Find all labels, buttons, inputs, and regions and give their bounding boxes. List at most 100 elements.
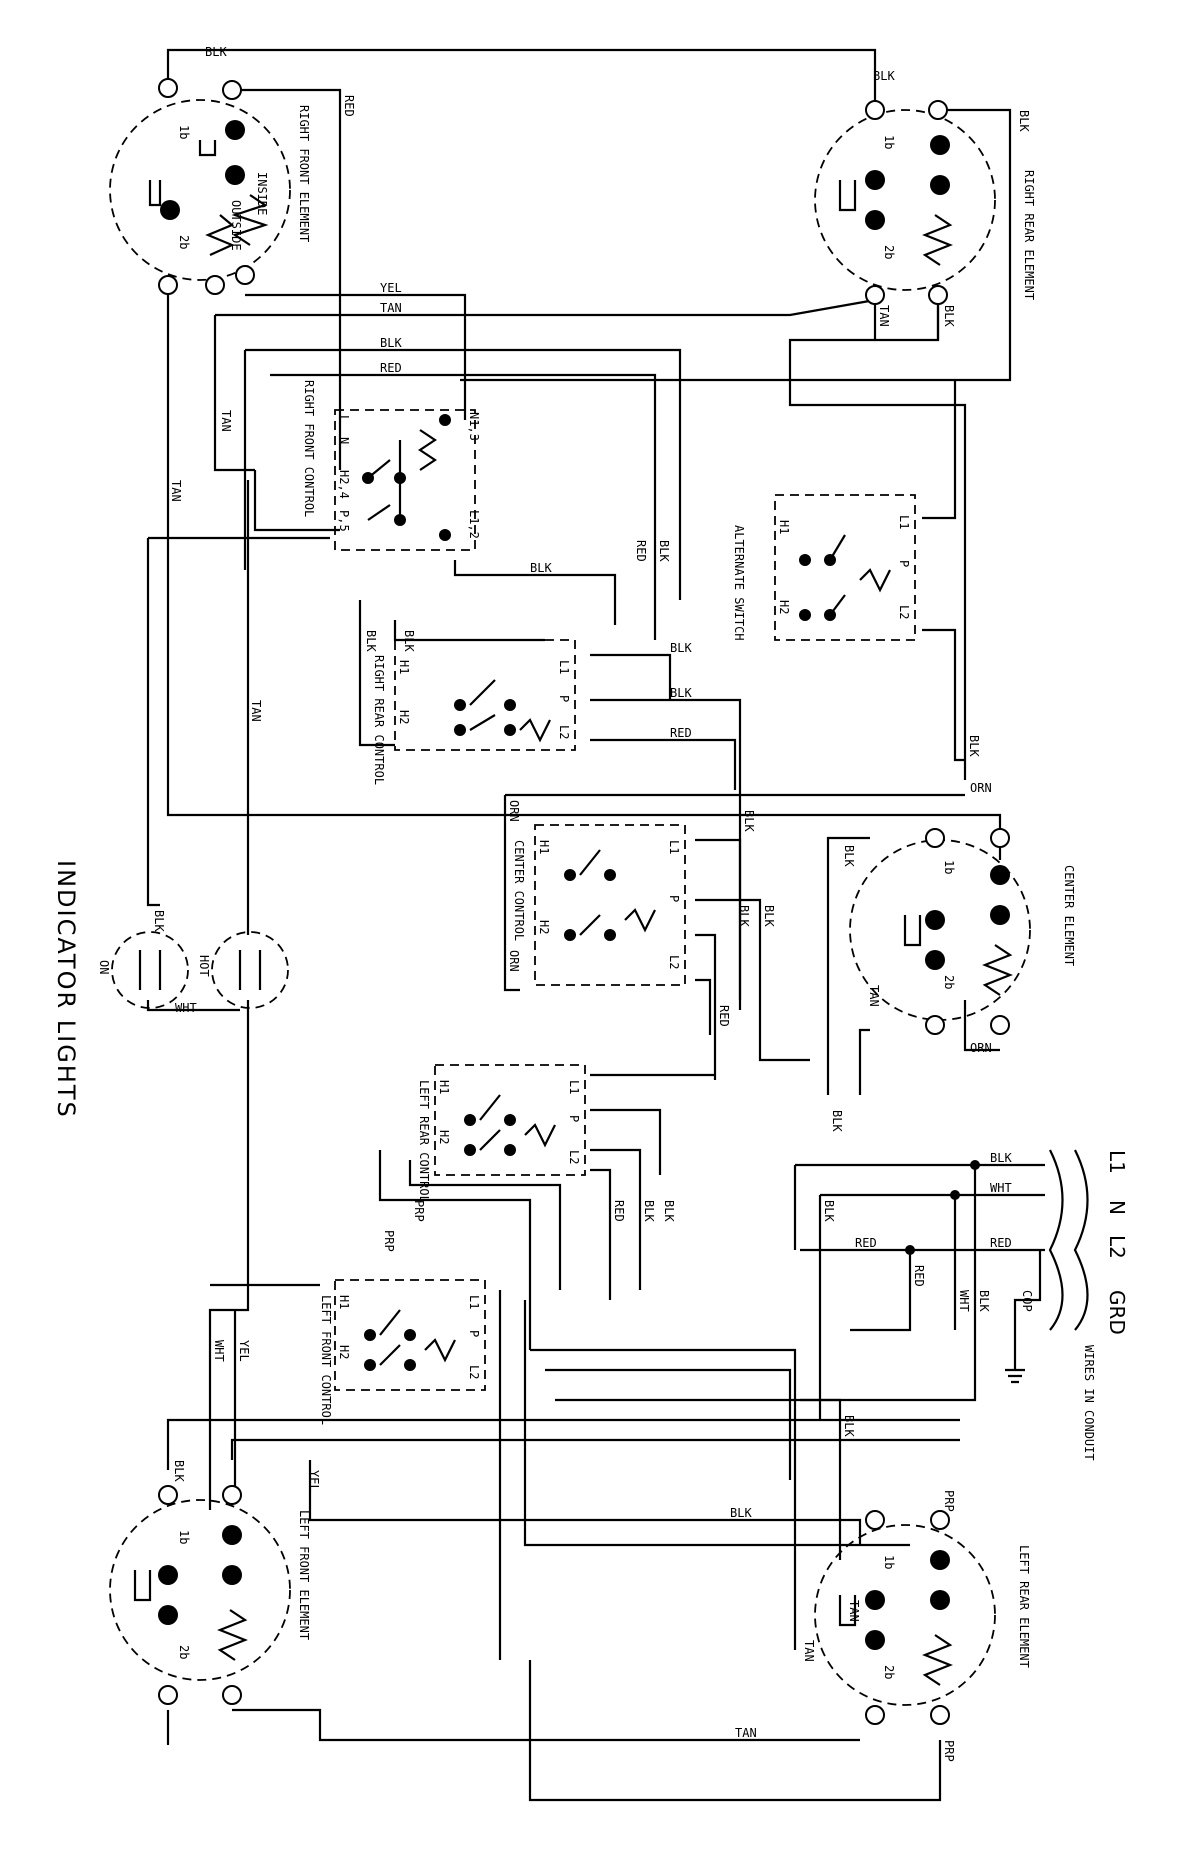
junctions <box>905 1160 980 1255</box>
terminal-h1: H1 <box>777 520 791 534</box>
left-front-element <box>109 1485 291 1705</box>
inside-label: INSIDE <box>255 172 269 215</box>
terminal-1b: 1b <box>882 135 896 149</box>
right-front-element-label: RIGHT FRONT ELEMENT <box>297 105 311 242</box>
indicator-on-light <box>111 931 189 1009</box>
terminal-l2: L2 <box>567 1150 581 1164</box>
label-blk: BLK <box>967 735 981 757</box>
label-wht: WHT <box>212 1340 226 1362</box>
label-blk: BLK <box>873 69 895 83</box>
label-yel: YEL <box>237 1340 251 1362</box>
terminal-h24: H2,4 <box>337 470 351 499</box>
terminal-l12: L1,2 <box>467 510 481 539</box>
labels: BLK BLK BLK RED YEL TAN TAN BLK BLK RED … <box>52 45 1129 1762</box>
label-blk: BLK <box>402 630 416 652</box>
label-red: RED <box>342 95 356 117</box>
terminal-l: L <box>337 415 351 422</box>
terminal-l1: L1 <box>897 515 911 529</box>
label-orn: ORN <box>970 1041 992 1055</box>
label-blk: BLK <box>172 1460 186 1482</box>
right-rear-element-label: RIGHT REAR ELEMENT <box>1022 170 1036 300</box>
terminal-l1: L1 <box>667 840 681 854</box>
terminal-2b: 2b <box>882 1665 896 1679</box>
label-yel: YEL <box>380 281 402 295</box>
label-blk: BLK <box>670 641 692 655</box>
terminal-l2: L2 <box>557 725 571 739</box>
terminal-h2: H2 <box>397 710 411 724</box>
left-rear-control <box>434 1064 586 1176</box>
center-element-label: CENTER ELEMENT <box>1062 865 1076 966</box>
label-orn: ORN <box>507 800 521 822</box>
label-wht: WHT <box>990 1181 1012 1195</box>
label-tan: TAN <box>380 301 402 315</box>
terminal-h1: H1 <box>437 1080 451 1094</box>
wires <box>146 48 1045 1802</box>
terminal-n: N <box>337 437 351 444</box>
label-blk: BLK <box>380 336 402 350</box>
center-control-label: CENTER CONTROL <box>512 840 526 941</box>
terminal-h1: H1 <box>337 1295 351 1309</box>
terminal-p: P <box>897 560 911 567</box>
terminal-2b: 2b <box>882 245 896 259</box>
label-blk: BLK <box>762 905 776 927</box>
terminal-2b: 2b <box>177 235 191 249</box>
indicator-on-label: ON <box>97 960 111 974</box>
label-wht: WHT <box>175 1001 197 1015</box>
label-red: RED <box>670 726 692 740</box>
supply-l1: L1 <box>1105 1150 1129 1174</box>
label-blk: BLK <box>822 1200 836 1222</box>
center-element <box>849 828 1031 1035</box>
terminal-p: P <box>667 895 681 902</box>
label-tan: TAN <box>249 700 263 722</box>
terminal-1b: 1b <box>177 1530 191 1544</box>
label-blk: BLK <box>662 1200 676 1222</box>
terminal-h1: H1 <box>397 660 411 674</box>
label-blk: BLK <box>205 45 227 59</box>
label-blk: BLK <box>730 1506 752 1520</box>
terminal-l1: L1 <box>557 660 571 674</box>
label-tan: TAN <box>735 1726 757 1740</box>
label-tan: TAN <box>169 480 183 502</box>
label-blk: BLK <box>152 910 166 932</box>
label-blk: BLK <box>942 305 956 327</box>
terminal-2b: 2b <box>177 1645 191 1659</box>
label-blk: BLK <box>830 1110 844 1132</box>
terminal-1b: 1b <box>882 1555 896 1569</box>
terminal-1b: 1b <box>942 860 956 874</box>
right-front-control-label: RIGHT FRONT CONTROL <box>302 380 316 517</box>
alternate-switch <box>774 494 916 641</box>
label-red: RED <box>855 1236 877 1250</box>
label-red: RED <box>912 1265 926 1287</box>
terminal-h2: H2 <box>537 920 551 934</box>
label-red: RED <box>612 1200 626 1222</box>
terminal-h1: H1 <box>537 840 551 854</box>
right-front-control <box>334 409 476 551</box>
label-blk: BLK <box>842 1415 856 1437</box>
label-prp: PRP <box>942 1740 956 1762</box>
left-front-control <box>334 1279 486 1391</box>
terminal-l2: L2 <box>467 1365 481 1379</box>
label-red: RED <box>380 361 402 375</box>
label-prp: PRP <box>382 1230 396 1252</box>
left-rear-element-label: LEFT REAR ELEMENT <box>1017 1545 1031 1668</box>
label-cop: COP <box>1020 1290 1034 1312</box>
label-red: RED <box>990 1236 1012 1250</box>
left-rear-element <box>814 1510 996 1725</box>
label-prp: PRP <box>942 1490 956 1512</box>
center-control <box>534 824 686 986</box>
indicator-hot-light <box>211 931 289 1009</box>
outside-label: OUTSIDE <box>229 200 243 251</box>
terminal-l2: L2 <box>897 605 911 619</box>
terminal-p: P <box>467 1330 481 1337</box>
label-blk: BLK <box>670 686 692 700</box>
conduit-label: WIRES IN CONDUIT <box>1082 1345 1096 1461</box>
terminal-l1: L1 <box>567 1080 581 1094</box>
terminal-h2: H2 <box>437 1130 451 1144</box>
supply-grd: GRD <box>1105 1290 1129 1335</box>
label-tan: TAN <box>219 410 233 432</box>
label-prp: PRP <box>412 1200 426 1222</box>
label-yel: YEL <box>307 1470 321 1492</box>
label-blk: BLK <box>530 561 552 575</box>
label-blk: BLK <box>990 1151 1012 1165</box>
